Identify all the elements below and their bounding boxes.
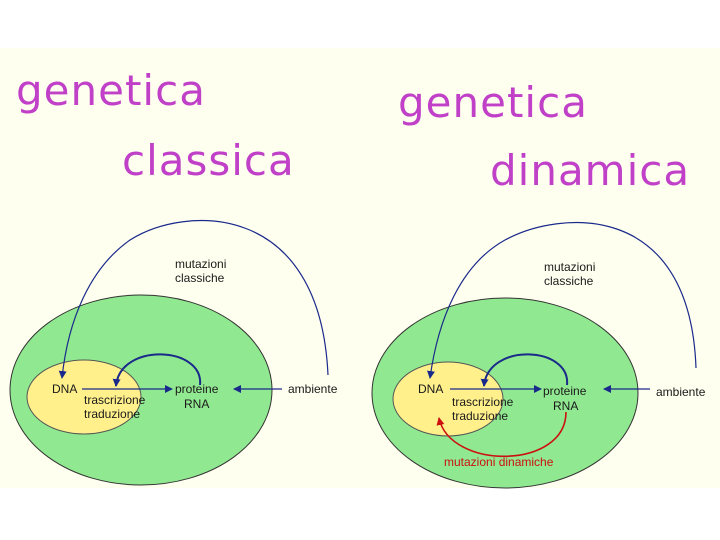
- left-diagram: mutazioni classiche DNA trascrizione tra…: [9, 220, 338, 486]
- left-nucleus: [26, 359, 142, 435]
- right-products-label-1: proteine: [543, 384, 587, 398]
- right-process-label-1: trascrizione: [452, 395, 514, 409]
- right-dynamic-mutations-label: mutazioni dinamiche: [444, 455, 554, 469]
- right-process-label-2: traduzione: [452, 409, 508, 423]
- right-environment-label: ambiente: [656, 385, 706, 399]
- right-diagram: mutazioni classiche DNA trascrizione tra…: [371, 222, 706, 489]
- right-dna-label: DNA: [418, 382, 443, 396]
- right-feedback-arrow: [480, 353, 569, 387]
- left-title-line1: genetica: [16, 66, 206, 115]
- left-process-label-1: trascrizione: [84, 393, 146, 407]
- left-products-label-2: RNA: [184, 397, 209, 411]
- left-dna-label: DNA: [52, 382, 77, 396]
- left-feedback-arrow: [112, 353, 202, 387]
- right-title-line1: genetica: [398, 78, 588, 127]
- right-mutations-label-1: mutazioni: [544, 260, 595, 274]
- left-mutations-arrow: [58, 220, 329, 379]
- left-mutations-label-2: classiche: [175, 271, 225, 285]
- right-title-line2: dinamica: [490, 146, 691, 195]
- right-mutations-label-2: classiche: [544, 274, 594, 288]
- left-environment-label: ambiente: [288, 382, 338, 396]
- right-mutations-arrow: [426, 222, 697, 379]
- left-process-label-2: traduzione: [84, 407, 140, 421]
- left-mutations-label-1: mutazioni: [175, 257, 226, 271]
- right-cell: [371, 297, 639, 489]
- left-products-label-1: proteine: [175, 382, 219, 396]
- left-cell: [9, 294, 273, 486]
- left-title-line2: classica: [122, 136, 295, 185]
- right-dynamic-mutations-arrow: [436, 411, 567, 458]
- right-products-label-2: RNA: [553, 399, 578, 413]
